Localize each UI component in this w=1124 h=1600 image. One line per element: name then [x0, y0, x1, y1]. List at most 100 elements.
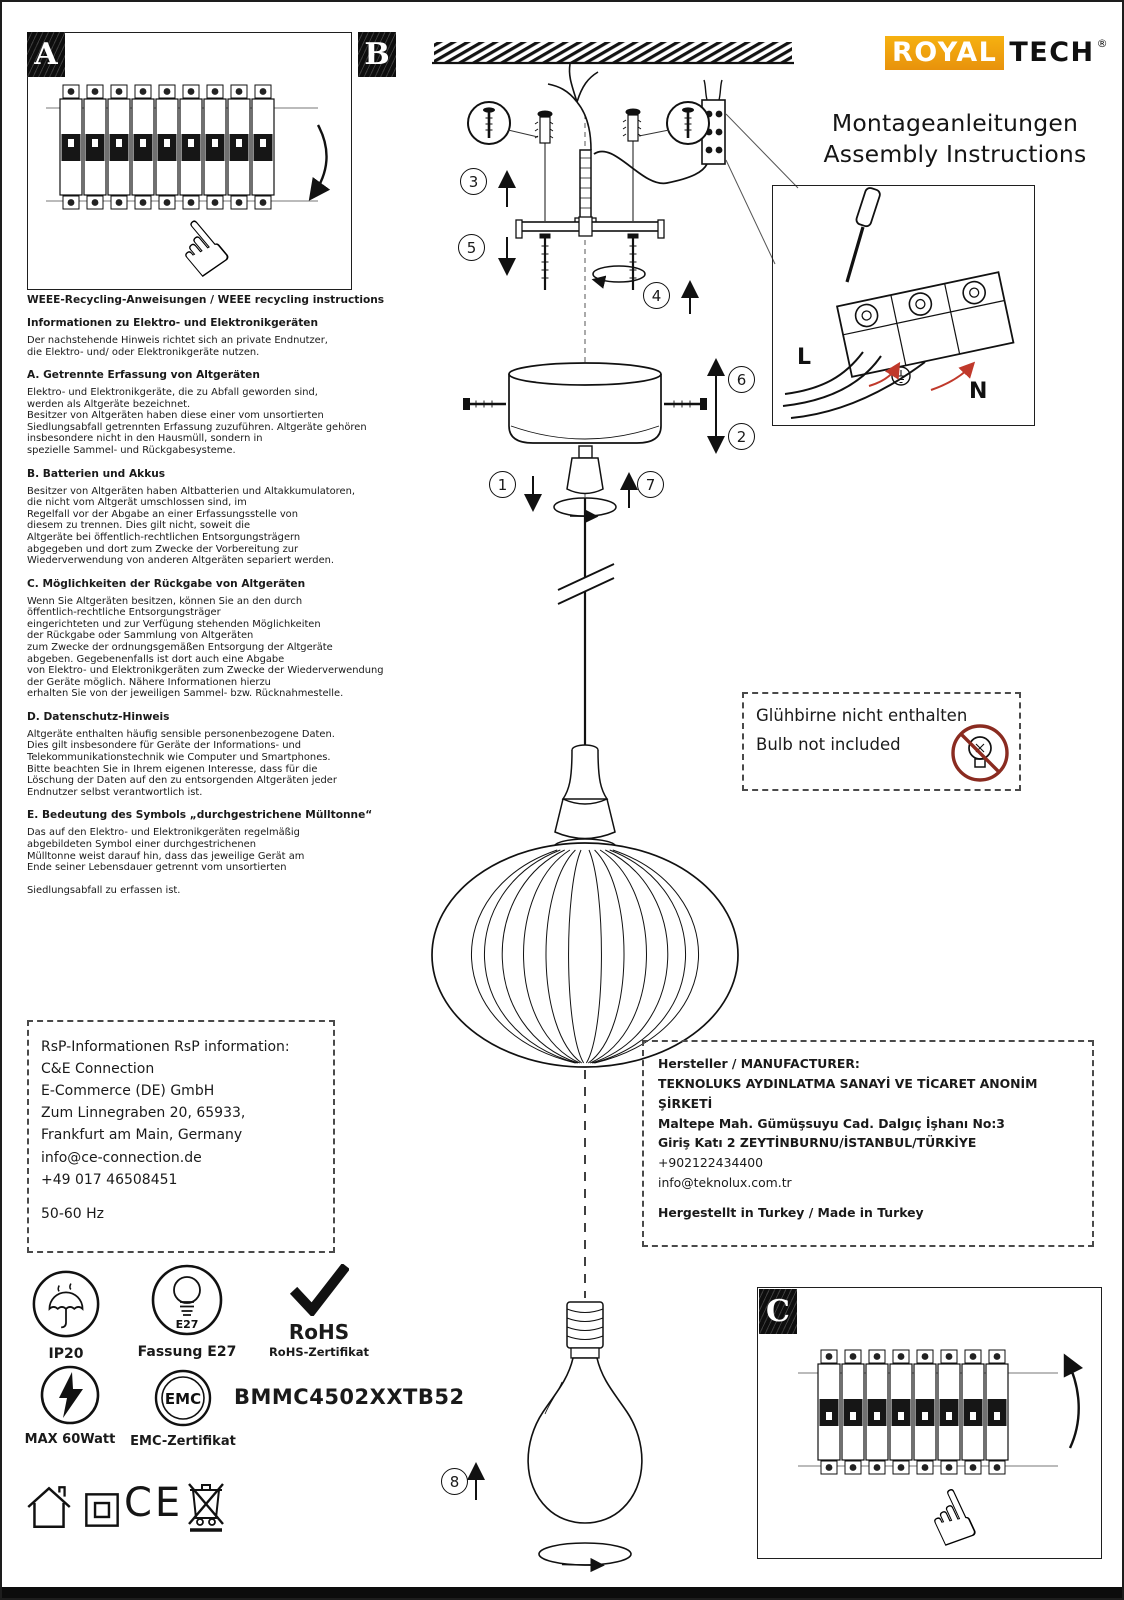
screw-detail-right [638, 101, 710, 145]
terminal-l-label: L [797, 345, 811, 370]
rohs-check-icon [289, 1262, 351, 1318]
section-a-label: A [27, 32, 65, 77]
switch-off-arrow [308, 124, 331, 201]
rohs-label: RoHS [288, 1320, 350, 1344]
weee-section-body: Der nachstehende Hinweis richtet sich an… [27, 335, 328, 358]
step-6-marker: 6 [728, 366, 755, 393]
weee-section-heading: A. Getrennte Erfassung von Altgeräten [27, 369, 260, 382]
ip20-badge: IP20 [24, 1268, 108, 1362]
step-number: 4 [651, 286, 662, 305]
mounting-bracket [515, 216, 665, 239]
ce-mark: CE [124, 1480, 184, 1526]
supply-cable [547, 63, 599, 151]
weee-bin-symbol [184, 1476, 228, 1538]
step-number: 7 [645, 475, 656, 494]
screwdriver-icon [845, 187, 881, 283]
terminal-n-label: N [969, 379, 987, 404]
step-7-marker: 7 [637, 471, 664, 498]
manufacturer-line: Hersteller / MANUFACTURER: [658, 1056, 860, 1071]
house-icon [27, 1486, 71, 1528]
weee-section-heading: C. Möglichkeiten der Rückgabe von Altger… [27, 577, 306, 590]
emc-badge: EMC EMC-Zertifikat [130, 1368, 236, 1449]
weee-section-body: Siedlungsabfall zu erfassen ist. [27, 884, 181, 896]
logo-royal: ROYAL [885, 36, 1005, 70]
step-5-marker: 5 [458, 234, 485, 261]
manufacturer-line: Maltepe Mah. Gümüşsuyu Cad. Dalgıç İşhan… [658, 1115, 1005, 1131]
breaker-off-drawing: ☝ [46, 84, 331, 295]
weee-section-body: Besitzer von Altgeräten haben Altbatteri… [27, 485, 356, 567]
e27-small-label: E27 [176, 1318, 199, 1331]
wiring-detail-inset: L N [772, 185, 1035, 426]
rsp-line: Zum Linnegraben 20, 65933, [41, 1105, 246, 1122]
wires [782, 351, 926, 419]
weee-section-heading: E. Bedeutung des Symbols „durchgestriche… [27, 809, 373, 822]
breaker-on-panel: ☝ [757, 1287, 1102, 1566]
wire-guide-arrow [868, 361, 901, 387]
pendant-cord [557, 498, 615, 746]
step-number: 6 [736, 370, 747, 389]
lightning-icon [40, 1365, 100, 1425]
rohs-cert-label: RoHS-Zertifikat [268, 1345, 370, 1359]
e27-label: Fassung E27 [137, 1344, 237, 1360]
manufacturer-line: Hergestellt in Turkey / Made in Turkey [658, 1204, 924, 1220]
spacer [658, 1193, 1078, 1203]
breaker-off-panel: ☝ [27, 32, 352, 295]
bottom-edge-bar [2, 1587, 1122, 1598]
step-number: 3 [468, 172, 479, 191]
royaltech-logo: ROYAL TECH ® [885, 36, 1108, 70]
title-english: Assembly Instructions [823, 140, 1087, 169]
rotate-arrow-bottom [538, 1542, 632, 1573]
ip20-label: IP20 [48, 1346, 84, 1362]
rsp-line: RsP-Informationen RsP information: [41, 1039, 290, 1055]
switch-on-arrow [1063, 1353, 1084, 1449]
indoor-use-symbol [22, 1480, 76, 1538]
manufacturer-line: Giriş Katı 2 ZEYTİNBURNU/İSTANBUL/TÜRKİY… [658, 1135, 977, 1151]
rsp-line: Frankfurt am Main, Germany [41, 1127, 243, 1144]
rotate-arrow-top [591, 265, 646, 289]
light-bulb [527, 1301, 643, 1524]
ceiling-hatch [432, 42, 794, 65]
weee-section-heading: B. Batterien und Akkus [27, 467, 166, 480]
manufacturer-line: info@teknolux.com.tr [658, 1175, 792, 1191]
logo-registered-mark: ® [1096, 37, 1108, 50]
screw-detail-left [467, 101, 539, 145]
weee-section-heading: Informationen zu Elektro- und Elektronik… [27, 317, 319, 329]
step-number: 8 [449, 1472, 460, 1491]
manufacturer-box: Hersteller / MANUFACTURER: TEKNOLUKS AYD… [642, 1040, 1094, 1247]
manufacturer-line: +902122434400 [658, 1155, 763, 1171]
canopy [463, 362, 707, 444]
rsp-line: info@ce-connection.de [41, 1149, 202, 1166]
pointing-hand-icon: ☝ [914, 1471, 989, 1556]
no-bulb-icon [951, 724, 1009, 782]
threaded-rod [574, 149, 597, 227]
rohs-badge: RoHS RoHS-Zertifikat [257, 1262, 381, 1359]
step-3-marker: 3 [460, 168, 487, 195]
max-watt-badge: MAX 60Watt [22, 1364, 118, 1447]
section-b-label: B [358, 32, 396, 77]
breaker-on-drawing: ☝ [798, 1349, 1084, 1566]
rsp-line: C&E Connection [41, 1061, 155, 1078]
double-insulation-symbol [82, 1490, 122, 1534]
weee-section-body: Wenn Sie Altgeräten besitzen, können Sie… [27, 595, 384, 700]
ip20-umbrella-icon [32, 1270, 100, 1338]
section-c-letter: C [766, 1294, 790, 1329]
emc-text: EMC [165, 1390, 201, 1408]
bulb-not-included-notice: Glühbirne nicht enthalten Bulb not inclu… [742, 692, 1021, 791]
rsp-line: 50-60 Hz [41, 1205, 105, 1222]
step-1-marker: 1 [489, 471, 516, 498]
lamp-holder [554, 744, 616, 840]
step-8-marker: 8 [441, 1468, 468, 1495]
page-title: Montageanleitungen Assembly Instructions [820, 108, 1090, 170]
step-number: 2 [736, 427, 747, 446]
wall-anchors [534, 108, 642, 221]
bulb-notice-english: Bulb not included [756, 735, 901, 754]
rsp-information-box: RsP-Informationen RsP information: C&E C… [27, 1020, 335, 1253]
e27-badge: E27 Fassung E27 [130, 1262, 244, 1360]
square-in-square-icon [85, 1493, 119, 1527]
logo-tech: TECH [1009, 37, 1095, 68]
section-b-letter: B [364, 37, 390, 72]
product-code: BMMC4502XXTB52 [234, 1385, 465, 1409]
wire-guide-arrow [930, 361, 976, 391]
